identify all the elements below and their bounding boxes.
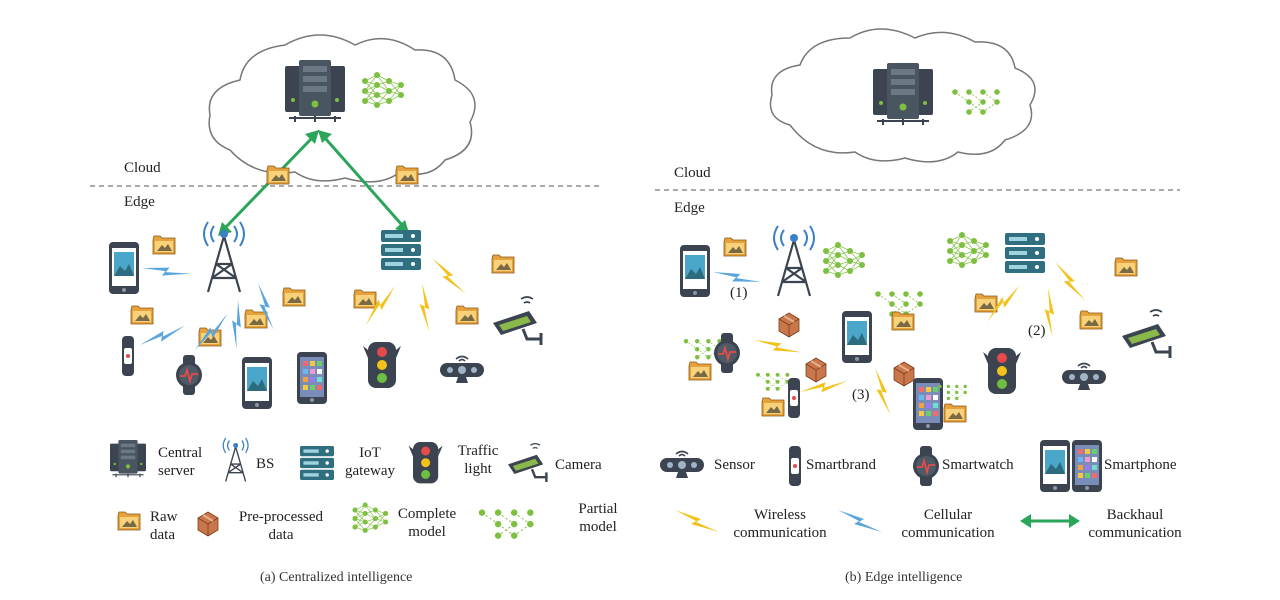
legend-camera-label: Camera bbox=[555, 457, 602, 473]
sensor-icon bbox=[439, 355, 485, 384]
legend-wireless-label: Wireless communication bbox=[733, 507, 827, 541]
legend-cellular-label: Cellular communication bbox=[901, 507, 995, 541]
marker-1: (1) bbox=[730, 285, 748, 301]
raw-data-folder-icon bbox=[353, 289, 377, 309]
base-station-icon bbox=[202, 220, 246, 294]
legend-raw-data-icon bbox=[117, 511, 141, 531]
legend-smartphone-icon bbox=[1040, 440, 1070, 492]
legend-smartband-icon bbox=[789, 446, 801, 486]
legend-wireless-icon bbox=[675, 510, 719, 532]
legend-preprocessed-data-icon bbox=[197, 511, 219, 537]
legend-backhaul-icon bbox=[1020, 514, 1080, 528]
traffic-light-icon bbox=[363, 342, 401, 388]
raw-data-folder-icon bbox=[152, 235, 176, 255]
caption-right: (b) Edge intelligence bbox=[845, 570, 963, 585]
legend-complete-model-label: Complete model bbox=[397, 506, 457, 540]
legend-central-server-label: Central server bbox=[158, 445, 203, 479]
marker-3: (3) bbox=[852, 387, 870, 403]
legend-sensor-label: Sensor bbox=[714, 457, 755, 473]
traffic-light-icon bbox=[983, 348, 1021, 394]
right-panel bbox=[655, 28, 1180, 532]
legend-cellular-icon bbox=[838, 510, 882, 532]
legend-bs-label: BS bbox=[256, 456, 275, 472]
raw-data-folder-icon bbox=[1114, 257, 1138, 277]
raw-data-folder-icon bbox=[891, 311, 915, 331]
legend-partial-model-label: Partial model bbox=[578, 501, 618, 535]
legend-preprocessed-data-label: Pre-processed data bbox=[238, 509, 324, 543]
caption-left: (a) Centralized intelligence bbox=[260, 570, 413, 585]
partial-model-icon bbox=[755, 372, 790, 392]
wireless-link-icon bbox=[1045, 262, 1095, 301]
sensor-icon bbox=[1061, 362, 1107, 391]
legend-smartwatch-label: Smartwatch bbox=[942, 457, 1014, 473]
legend-traffic-light-label: Traffic light bbox=[457, 443, 499, 477]
iot-gateway-icon bbox=[381, 230, 421, 270]
legend-bs-icon bbox=[222, 437, 249, 483]
legend-smartwatch-icon bbox=[912, 445, 940, 487]
raw-data-folder-icon bbox=[395, 165, 419, 185]
smartband-icon bbox=[122, 336, 134, 376]
legend-iot-gateway-label: IoT gateway bbox=[345, 445, 395, 479]
wireless-link-icon bbox=[403, 283, 448, 332]
wireless-link-icon bbox=[424, 258, 474, 294]
camera-icon bbox=[491, 295, 543, 347]
left-cloud-label: Cloud bbox=[124, 160, 161, 176]
legend-camera-icon bbox=[506, 442, 548, 484]
smartwatch-icon bbox=[175, 354, 203, 396]
base-station-icon bbox=[772, 224, 816, 298]
preprocessed-data-icon bbox=[893, 361, 915, 387]
raw-data-folder-icon bbox=[282, 287, 306, 307]
raw-data-folder-icon bbox=[688, 361, 712, 381]
preprocessed-data-icon bbox=[778, 312, 800, 338]
raw-data-folder-icon bbox=[974, 293, 998, 313]
raw-data-folder-icon bbox=[244, 309, 268, 329]
legend-traffic-light-icon bbox=[408, 442, 443, 484]
legend-backhaul-label: Backhaul communication bbox=[1088, 507, 1182, 541]
right-cloud-label: Cloud bbox=[674, 165, 711, 181]
iot-gateway-icon bbox=[1005, 233, 1045, 273]
legend-complete-model-icon bbox=[352, 502, 389, 534]
smartphone-icon bbox=[297, 352, 327, 404]
smartphone-icon bbox=[242, 357, 272, 409]
legend-raw-data-label: Raw data bbox=[150, 509, 178, 543]
left-panel bbox=[90, 34, 600, 540]
raw-data-folder-icon bbox=[266, 165, 290, 185]
raw-data-folder-icon bbox=[761, 397, 785, 417]
complete-model-icon bbox=[946, 231, 990, 269]
preprocessed-data-icon bbox=[805, 357, 827, 383]
camera-icon bbox=[1120, 308, 1172, 360]
raw-data-folder-icon bbox=[130, 305, 154, 325]
raw-data-folder-icon bbox=[491, 254, 515, 274]
legend-central-server-icon bbox=[109, 439, 147, 478]
legend-iot-gateway-icon bbox=[300, 446, 334, 480]
complete-model-icon bbox=[822, 241, 866, 279]
raw-data-folder-icon bbox=[943, 403, 967, 423]
wireless-link-icon bbox=[754, 330, 802, 362]
smartphone-icon bbox=[109, 242, 139, 294]
raw-data-folder-icon bbox=[723, 237, 747, 257]
left-edge-label: Edge bbox=[124, 194, 155, 210]
marker-2: (2) bbox=[1028, 323, 1046, 339]
legend-sensor-icon bbox=[659, 450, 705, 479]
cellular-link-icon bbox=[142, 252, 191, 289]
smartphone-icon bbox=[680, 245, 710, 297]
smartwatch-icon bbox=[713, 332, 741, 374]
smartband-icon bbox=[788, 378, 800, 418]
right-edge-label: Edge bbox=[674, 200, 705, 216]
raw-data-folder-icon bbox=[1079, 310, 1103, 330]
smartphone-icon bbox=[842, 311, 872, 363]
raw-data-folder-icon bbox=[455, 305, 479, 325]
legend-smartphone-label: Smartphone bbox=[1104, 457, 1177, 473]
legend-smartphone-icon bbox=[1072, 440, 1102, 492]
legend-smartband-label: Smartbrand bbox=[806, 457, 876, 473]
legend-partial-model-icon bbox=[478, 508, 535, 540]
